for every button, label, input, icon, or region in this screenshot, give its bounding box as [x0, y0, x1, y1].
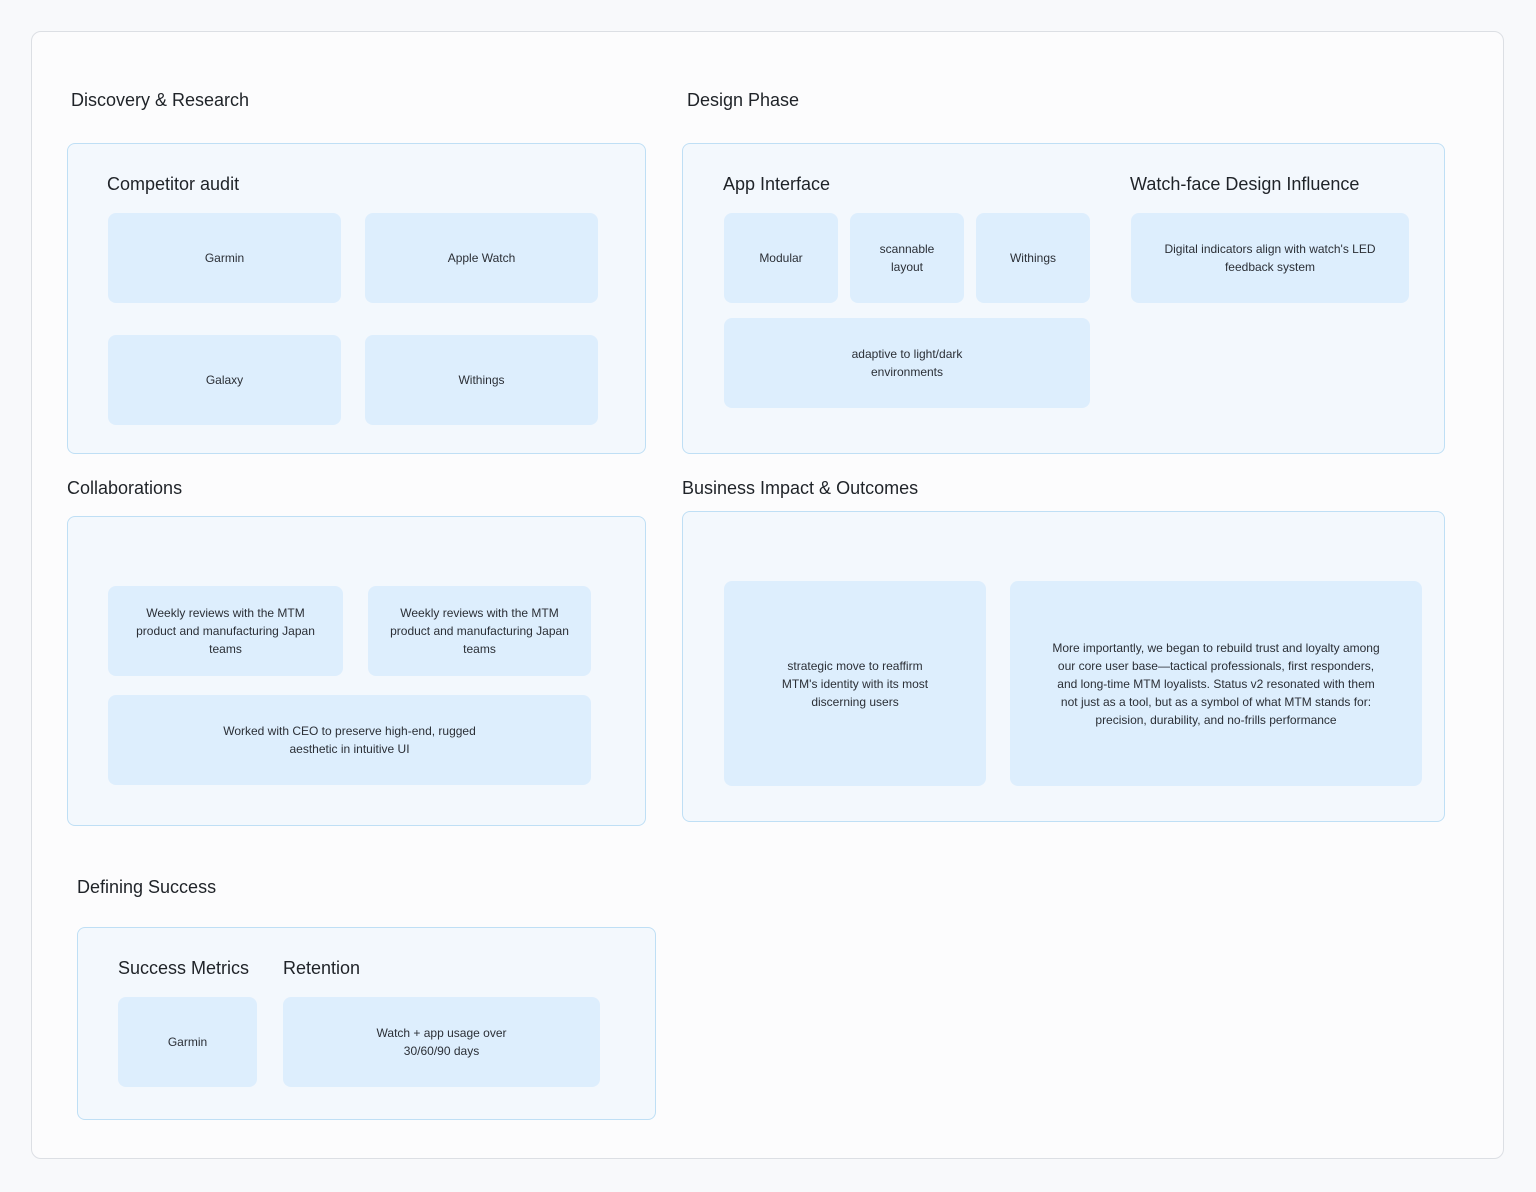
sticky-note[interactable]: Withings: [365, 335, 598, 425]
collaborations-frame[interactable]: Weekly reviews with the MTM product and …: [67, 516, 646, 826]
sticky-note[interactable]: adaptive to light/dark environments: [724, 318, 1090, 408]
sticky-note[interactable]: Weekly reviews with the MTM product and …: [108, 586, 343, 676]
sticky-note[interactable]: Modular: [724, 213, 838, 303]
watch-face-title: Watch-face Design Influence: [1130, 174, 1360, 194]
app-interface-title: App Interface: [723, 174, 831, 194]
retention-title: Retention: [283, 958, 361, 978]
sticky-note[interactable]: strategic move to reaffirm MTM's identit…: [724, 581, 986, 786]
section-title-business: Business Impact & Outcomes: [682, 478, 919, 498]
section-title-discovery: Discovery & Research: [71, 90, 250, 110]
section-title-success: Defining Success: [77, 877, 217, 897]
section-title-collaborations: Collaborations: [67, 478, 183, 498]
competitor-audit-title: Competitor audit: [107, 174, 240, 194]
sticky-note[interactable]: Watch + app usage over 30/60/90 days: [283, 997, 600, 1087]
sticky-note[interactable]: Garmin: [108, 213, 341, 303]
design-frame[interactable]: App Interface Modular scannable layout W…: [682, 143, 1445, 454]
sticky-note[interactable]: Garmin: [118, 997, 257, 1087]
section-title-design: Design Phase: [687, 90, 800, 110]
success-frame[interactable]: Success Metrics Garmin Retention Watch +…: [77, 927, 656, 1120]
sticky-note[interactable]: scannable layout: [850, 213, 964, 303]
sticky-note[interactable]: Weekly reviews with the MTM product and …: [368, 586, 591, 676]
sticky-note[interactable]: More importantly, we began to rebuild tr…: [1010, 581, 1422, 786]
sticky-note[interactable]: Withings: [976, 213, 1090, 303]
success-metrics-title: Success Metrics: [118, 958, 250, 978]
sticky-note[interactable]: Apple Watch: [365, 213, 598, 303]
sticky-note[interactable]: Galaxy: [108, 335, 341, 425]
business-frame[interactable]: strategic move to reaffirm MTM's identit…: [682, 511, 1445, 822]
discovery-frame[interactable]: Competitor audit Garmin Apple Watch Gala…: [67, 143, 646, 454]
sticky-note[interactable]: Digital indicators align with watch's LE…: [1131, 213, 1409, 303]
sticky-note[interactable]: Worked with CEO to preserve high-end, ru…: [108, 695, 591, 785]
